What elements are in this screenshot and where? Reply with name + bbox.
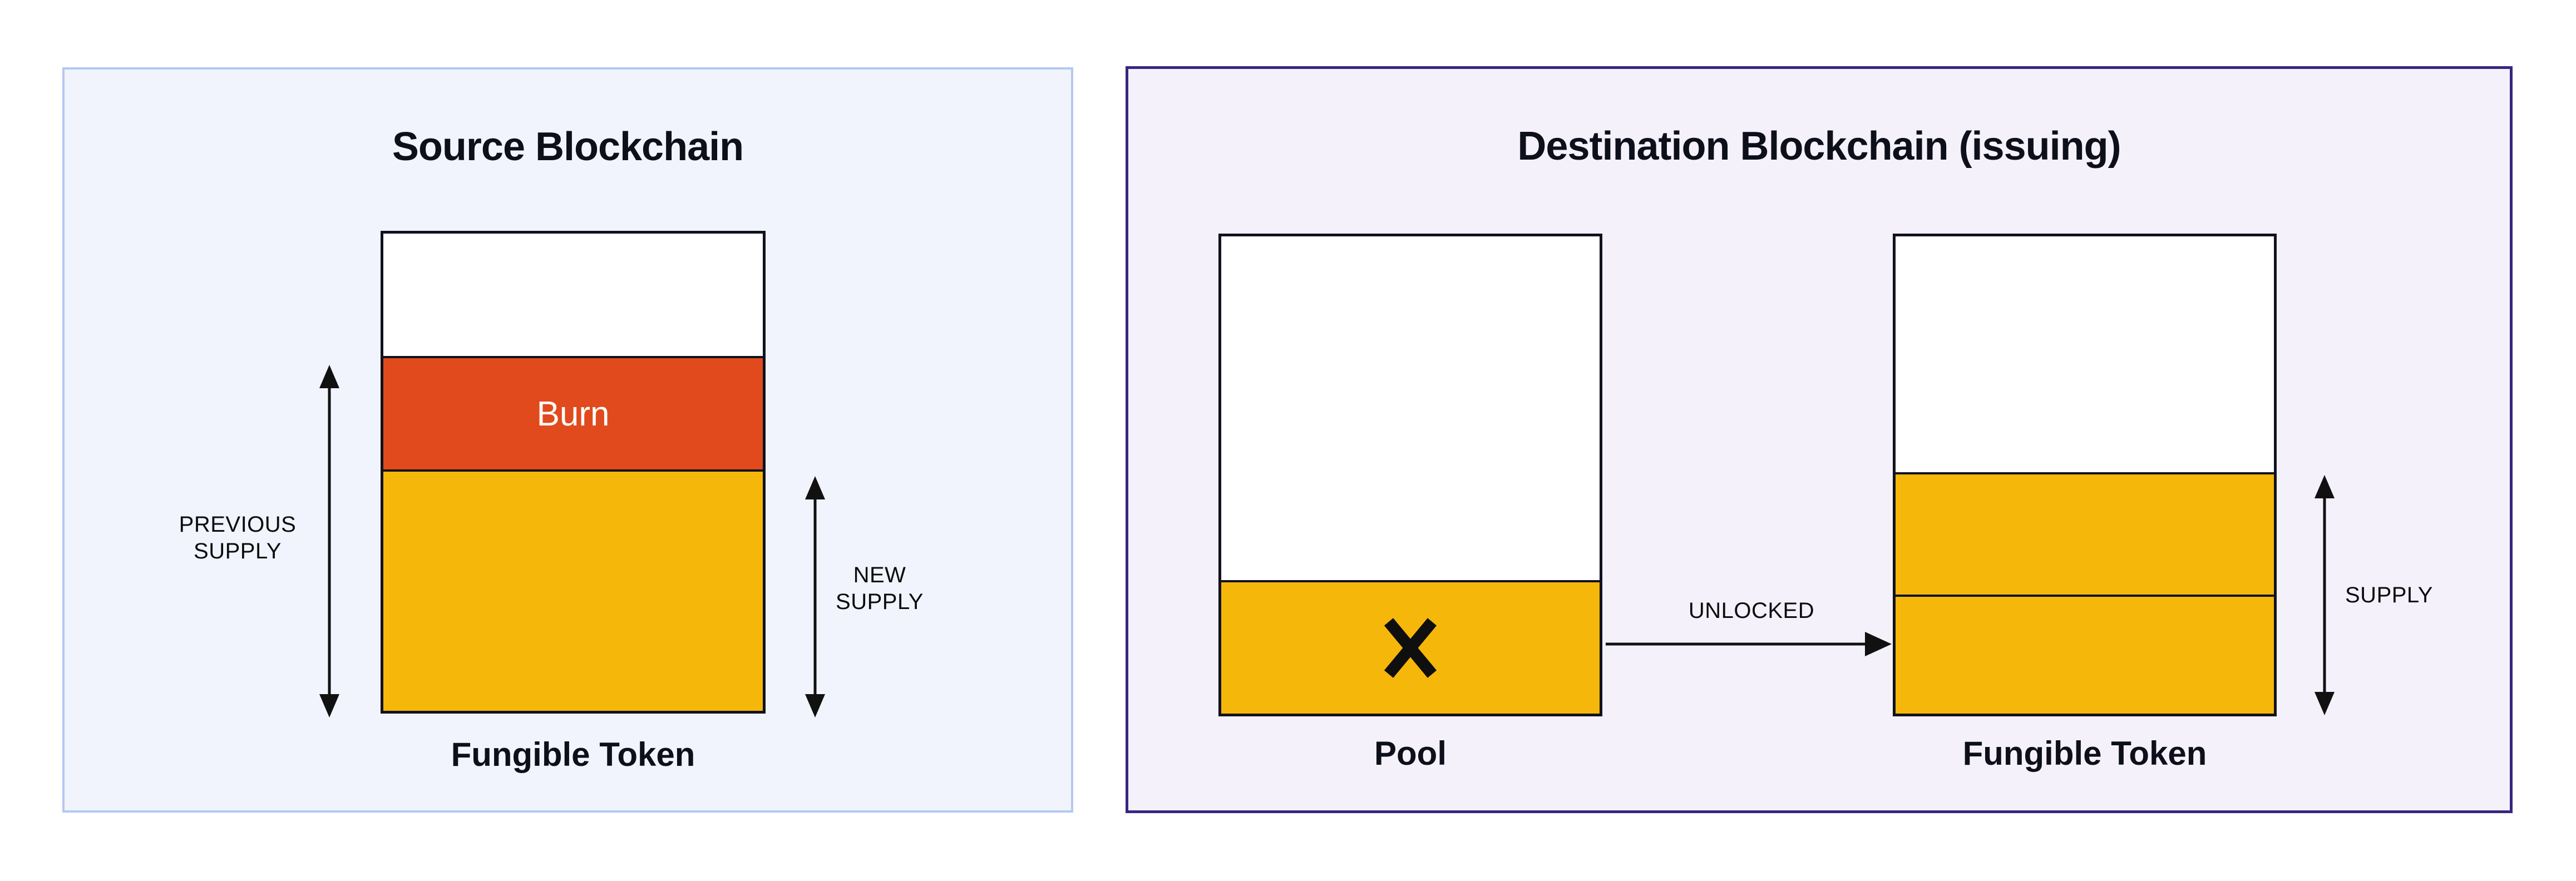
source-bar-caption: Fungible Token (451, 736, 695, 773)
destination-bar-existing-supply-segment (1896, 595, 2274, 714)
unlocked-label: UNLOCKED (1688, 598, 1815, 623)
destination-bar-unlocked-segment (1896, 472, 2274, 595)
source-fungible-token-bar: Burn (381, 231, 766, 714)
previous-supply-label-line2: SUPPLY (194, 539, 282, 563)
previous-supply-label-line1: PREVIOUS (179, 512, 297, 537)
pool-bar (1218, 234, 1602, 716)
destination-panel-title: Destination Blockchain (issuing) (1517, 124, 2121, 169)
supply-double-arrow-icon (2315, 475, 2335, 715)
previous-supply-double-arrow-icon (319, 365, 339, 717)
pool-bar-empty-segment (1221, 236, 1600, 580)
new-supply-double-arrow-icon (805, 476, 825, 717)
new-supply-label: NEW SUPPLY (796, 562, 963, 615)
previous-supply-label: PREVIOUS SUPPLY (137, 511, 338, 565)
destination-bar-caption: Fungible Token (1962, 735, 2207, 772)
source-bar-burn-segment: Burn (383, 356, 763, 469)
cross-icon (1384, 618, 1437, 678)
supply-label: SUPPLY (2345, 583, 2433, 607)
source-blockchain-panel: Source Blockchain Burn Fungible Token PR… (62, 67, 1073, 813)
destination-bar-empty-segment (1896, 236, 2274, 472)
source-bar-empty-segment (383, 234, 763, 356)
destination-blockchain-panel: Destination Blockchain (issuing) Pool UN… (1126, 66, 2513, 813)
burn-label: Burn (536, 394, 610, 433)
new-supply-label-line2: SUPPLY (836, 590, 924, 614)
destination-fungible-token-bar (1893, 234, 2277, 716)
pool-bar-caption: Pool (1374, 735, 1447, 772)
source-bar-remaining-supply-segment (383, 469, 763, 711)
source-panel-title: Source Blockchain (392, 125, 744, 169)
unlocked-arrow-icon (1606, 632, 1892, 656)
pool-bar-locked-tokens-segment (1221, 580, 1600, 714)
new-supply-label-line1: NEW (853, 563, 906, 587)
